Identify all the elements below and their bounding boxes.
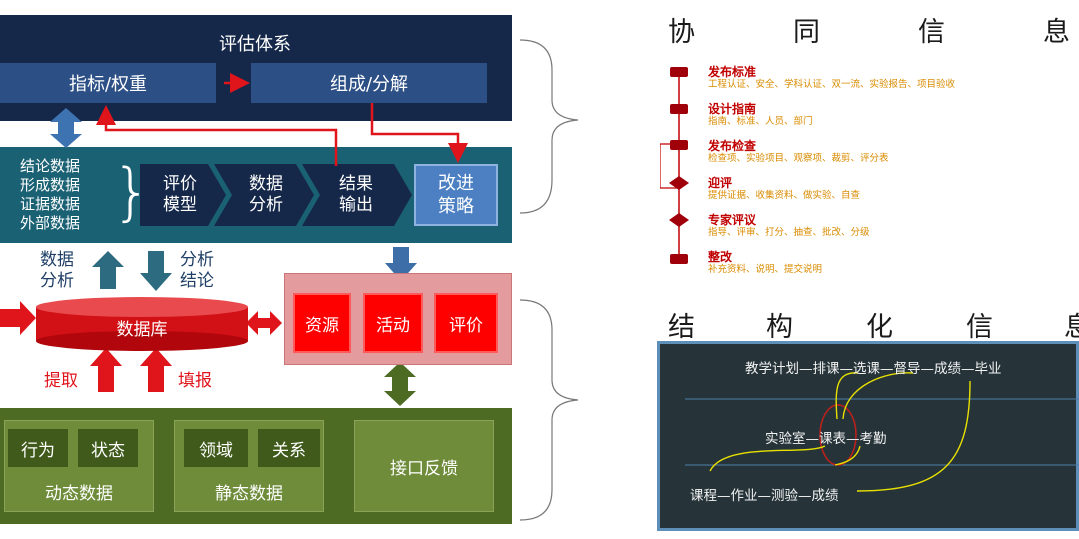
timeline-item: 整改 补充资料、说明、提交说明	[708, 250, 823, 276]
timeline-item: 发布检查 检查项、实验项目、观察项、裁剪、评分表	[708, 139, 889, 165]
double-arrow-top-mid	[50, 108, 82, 148]
chevron-result-output	[302, 164, 412, 226]
compose-to-strategy-line	[370, 103, 468, 163]
timeline-sub: 检查项、实验项目、观察项、裁剪、评分表	[708, 153, 889, 164]
flow-lab-schedule: 实验室—课表—考勤	[765, 431, 887, 447]
timeline-diamond	[669, 176, 689, 190]
timeline-sub: 指南、标准、人员、部门	[708, 116, 813, 127]
database-cylinder	[36, 297, 248, 351]
result-feedback-line	[96, 105, 338, 166]
resource-box: 资源	[293, 293, 351, 353]
flow-course-grade: 课程—作业—测验—成绩	[690, 488, 839, 504]
chevron-evaluation-model	[140, 164, 226, 226]
timeline-item: 设计指南 指南、标准、人员、部门	[708, 102, 813, 128]
collab-title-char: 息	[1043, 17, 1070, 48]
chevron-data-analysis	[214, 164, 314, 226]
data-types-list: 结论数据 形成数据 证据数据 外部数据	[20, 157, 116, 233]
up-arrow-extract	[90, 348, 122, 392]
up-arrow-fill	[140, 348, 172, 392]
interface-feedback-box: 接口反馈	[354, 420, 494, 512]
timeline-title: 整改	[708, 250, 733, 264]
timeline-sub: 工程认证、安全、学科认证、双一流、实验报告、项目验收	[708, 79, 956, 90]
activity-box: 活动	[363, 293, 423, 353]
dynamic-data-label: 动态数据	[45, 483, 113, 504]
timeline-title: 发布检查	[708, 139, 757, 153]
struct-title-char: 结	[668, 312, 695, 343]
timeline-sub: 指导、评审、打分、抽查、批改、分级	[708, 227, 870, 238]
behavior-item: 行为	[8, 429, 68, 467]
collab-title-char: 同	[793, 17, 820, 48]
process-chevrons	[140, 164, 412, 226]
data-type-item: 证据数据	[20, 195, 81, 213]
timeline-marker	[670, 254, 688, 264]
collab-title-char: 信	[918, 17, 945, 48]
down-arrow-to-activity	[385, 247, 417, 281]
label-extract: 提取	[44, 371, 78, 391]
timeline-sub: 提供证据、收集资料、做实验、自查	[708, 190, 861, 201]
section-braces	[519, 39, 579, 521]
flow-arrow	[842, 372, 914, 420]
flow-teaching-plan: 教学计划—排课—选课—督导—成绩—毕业	[745, 361, 1002, 377]
timeline-item: 专家评议 指导、评审、打分、抽查、批改、分级	[708, 213, 870, 239]
activity-bottom-double-arrow	[384, 362, 416, 406]
timeline-marker	[670, 140, 688, 150]
improvement-strategy-box: 改进 策略	[414, 164, 498, 226]
relation-item: 关系	[258, 429, 320, 467]
timeline-item: 发布标准 工程认证、安全、学科认证、双一流、实验报告、项目验收	[708, 65, 956, 91]
timeline-title: 设计指南	[708, 102, 757, 116]
data-type-item: 形成数据	[20, 176, 81, 194]
step-evaluation-model: 评价 模型	[163, 174, 197, 215]
state-item: 状态	[78, 429, 138, 467]
upper-brace	[519, 39, 579, 214]
label-analysis-conclusion: 分析 结论	[180, 250, 214, 291]
step-data-analysis: 数据 分析	[249, 174, 283, 215]
evaluation-box: 评价	[434, 293, 498, 353]
structured-info-lines	[685, 372, 1079, 492]
structured-info-panel	[657, 341, 1079, 531]
label-fill: 填报	[178, 371, 212, 391]
timeline-item: 迎评 提供证据、收集资料、做实验、自查	[708, 176, 861, 202]
left-red-arrow	[0, 301, 36, 335]
struct-title-char: 息	[1064, 312, 1079, 343]
index-weight-box: 指标/权重	[0, 63, 216, 103]
flow-arrow	[709, 445, 826, 472]
struct-title-char: 化	[866, 312, 893, 343]
flow-arrow	[835, 372, 859, 420]
lower-brace	[519, 299, 579, 521]
timeline-title: 专家评议	[708, 213, 757, 227]
database-label: 数据库	[116, 319, 168, 340]
timeline-diamond	[669, 213, 689, 227]
compose-decompose-box: 组成/分解	[251, 63, 487, 103]
step-result-output: 结果 输出	[339, 174, 373, 215]
struct-title-char: 信	[966, 312, 993, 343]
flow-arrow	[856, 380, 971, 492]
db-activity-double-arrow	[246, 311, 282, 335]
up-arrow-data-analysis	[92, 251, 124, 289]
timeline-sub: 补充资料、说明、提交说明	[708, 264, 823, 275]
static-data-label: 静态数据	[215, 483, 283, 504]
timeline-marker	[670, 104, 688, 114]
timeline-title: 迎评	[708, 176, 733, 190]
timeline-title: 发布标准	[708, 65, 757, 79]
domain-item: 领域	[184, 429, 248, 467]
timeline-graphic	[660, 67, 689, 264]
struct-title-char: 构	[766, 312, 793, 343]
flow-arrow	[834, 445, 861, 466]
down-arrow-analysis-conclusion	[140, 251, 172, 291]
timeline-marker	[670, 67, 688, 77]
data-type-item: 结论数据	[20, 157, 81, 175]
connector-overlay	[0, 73, 468, 406]
data-type-item: 外部数据	[20, 214, 81, 232]
collab-title-char: 协	[668, 17, 695, 48]
evaluation-system-title: 评估体系	[219, 34, 291, 55]
label-data-analysis: 数据 分析	[40, 250, 74, 291]
